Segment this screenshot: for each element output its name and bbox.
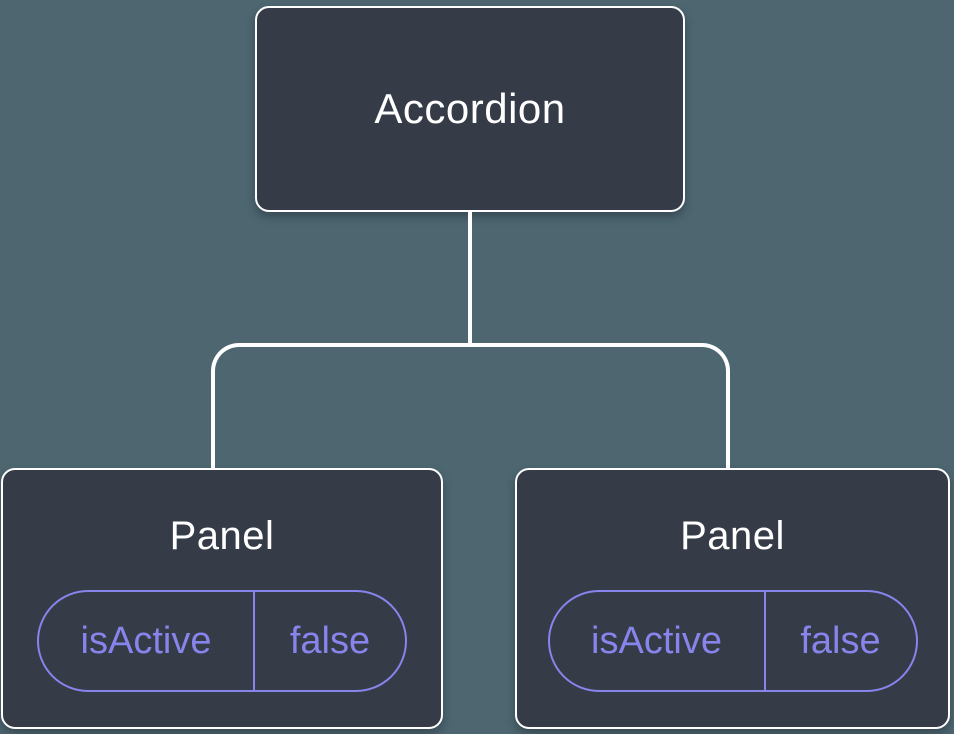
component-label: Panel xyxy=(680,514,785,558)
component-node-accordion: Accordion xyxy=(255,6,685,212)
state-pill: isActive false xyxy=(547,590,918,692)
state-key: isActive xyxy=(39,592,255,690)
state-value: false xyxy=(289,619,371,662)
state-value: false xyxy=(800,619,881,662)
tree-connector-bracket xyxy=(211,343,730,470)
component-node-panel-left: Panel isActive false xyxy=(1,468,443,729)
tree-connector-stem xyxy=(468,212,472,345)
state-key: isActive xyxy=(550,592,766,690)
component-label: Accordion xyxy=(374,85,566,132)
component-node-panel-right: Panel isActive false xyxy=(515,468,950,729)
state-pill: isActive false xyxy=(37,590,407,692)
component-label: Panel xyxy=(169,514,275,558)
